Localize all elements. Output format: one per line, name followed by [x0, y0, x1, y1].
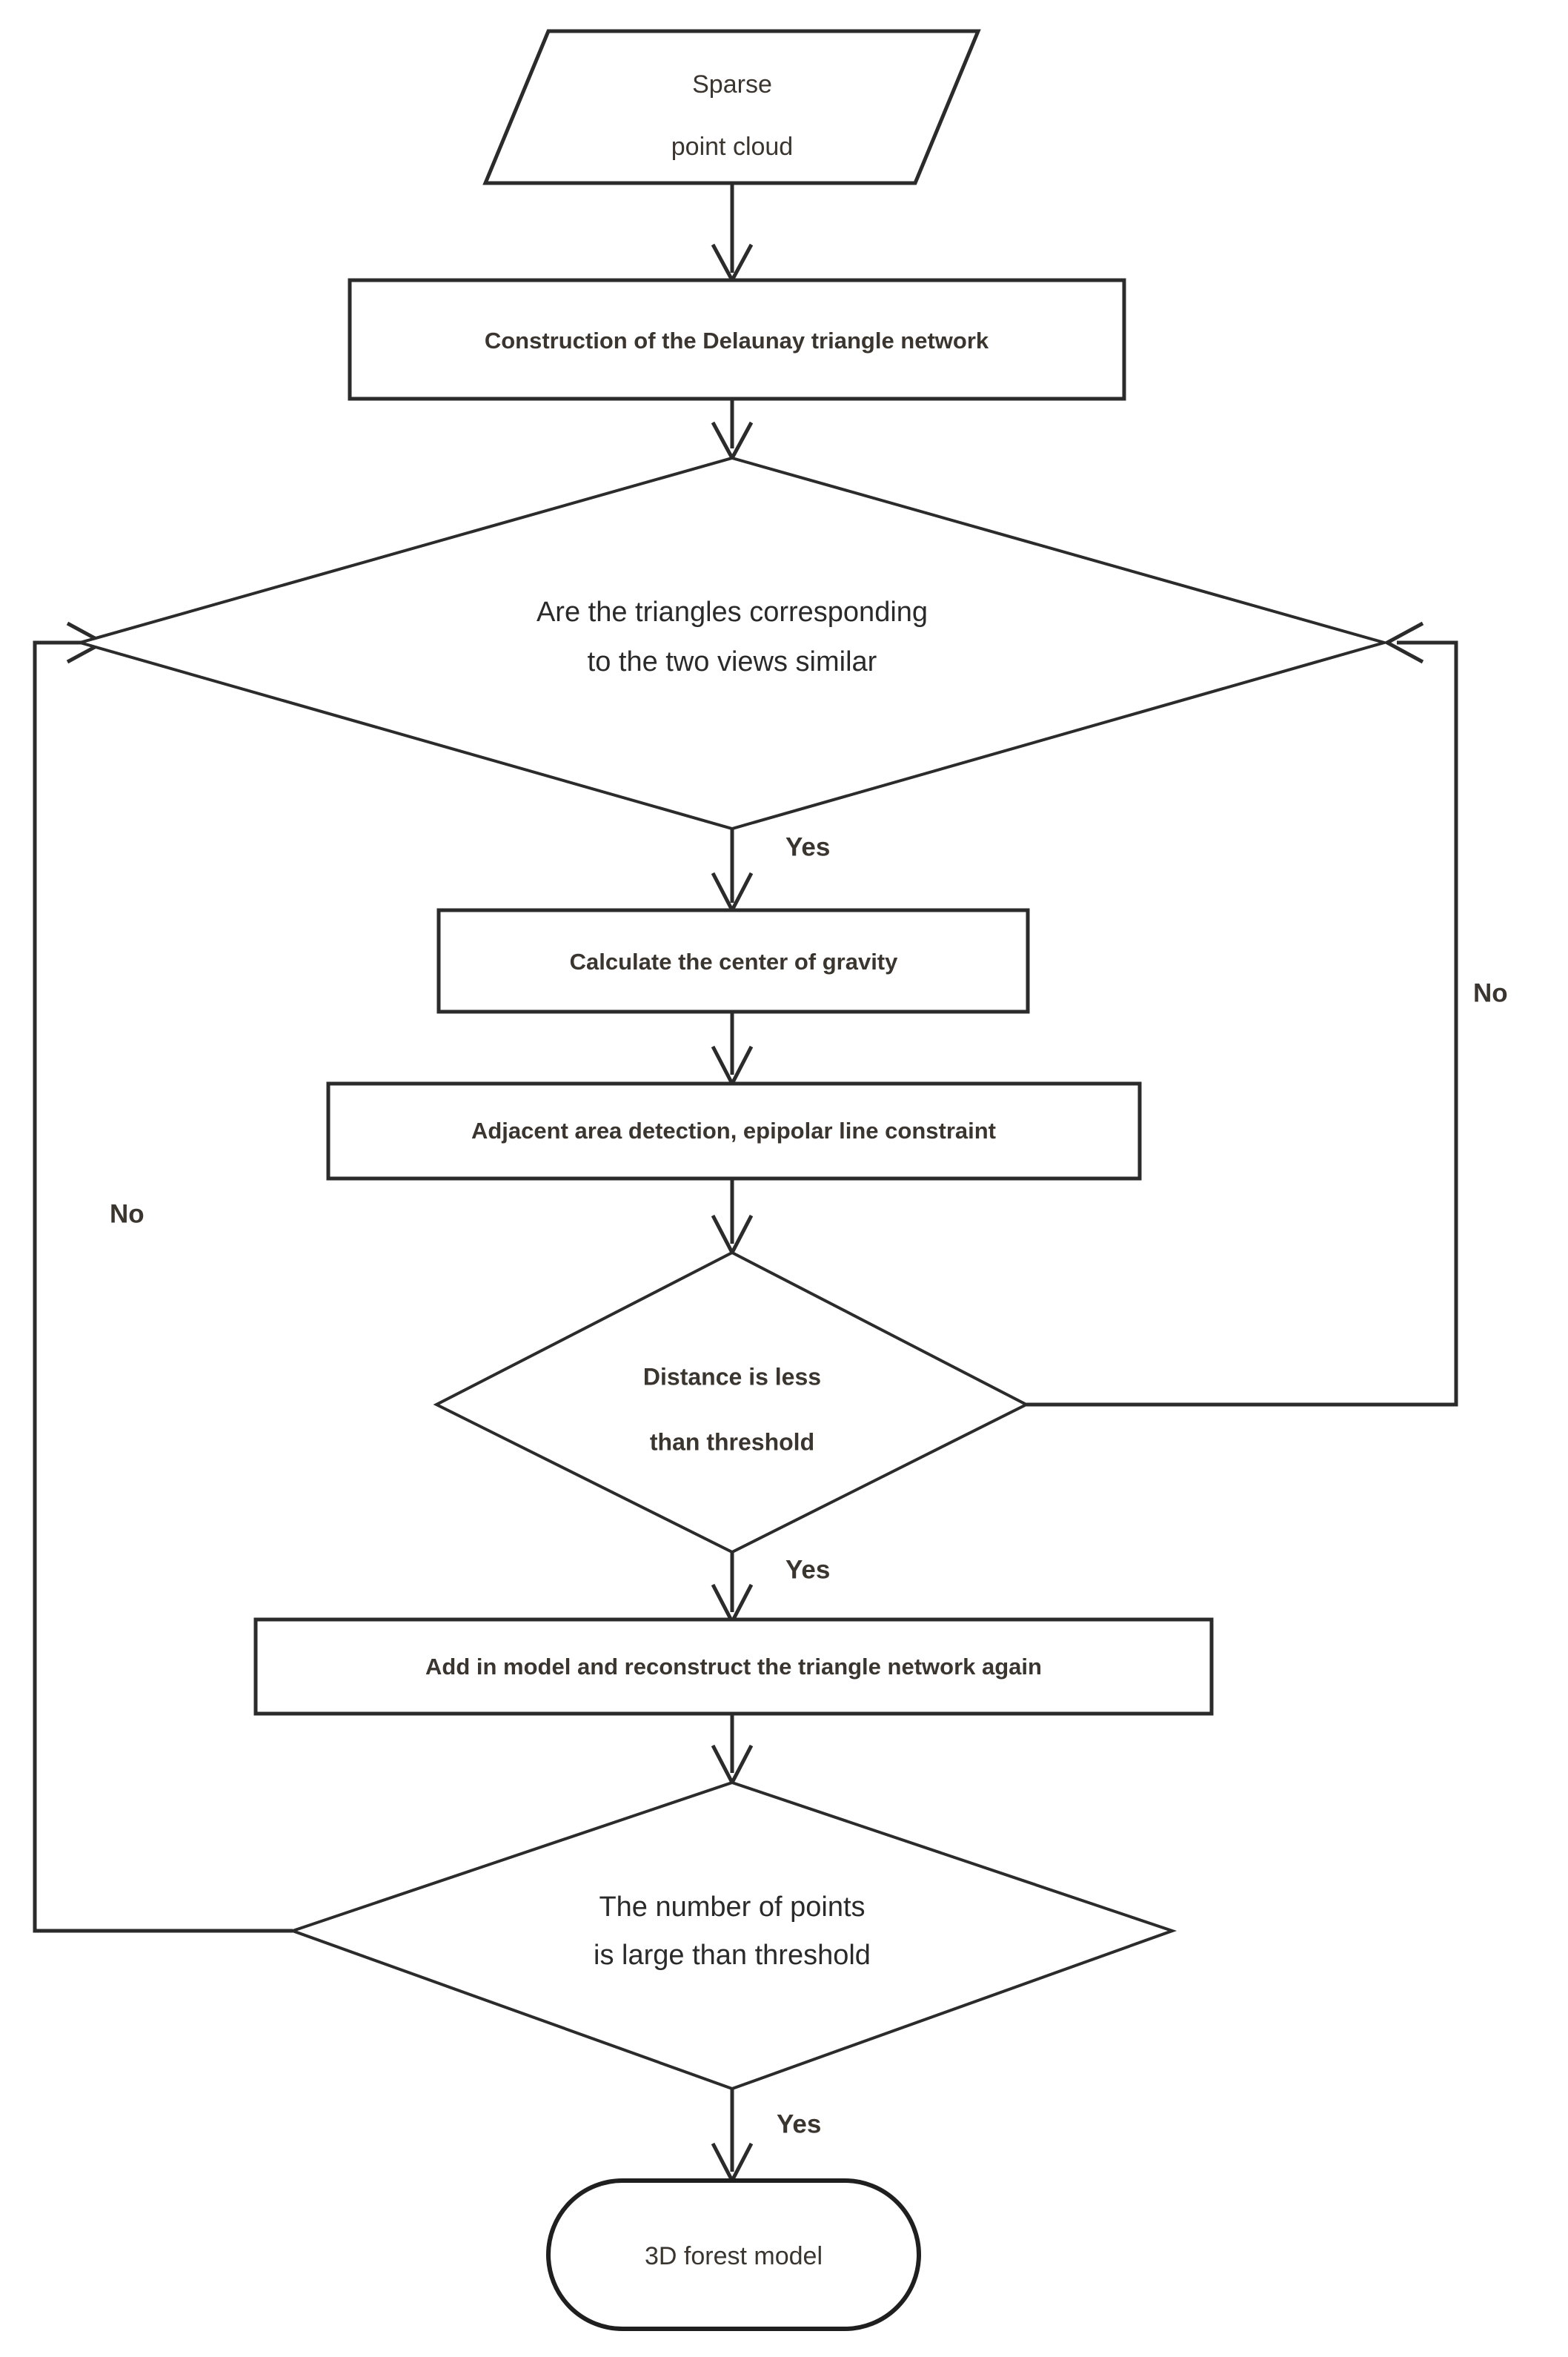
adjacent-area-detection-label: Adjacent area detection, epipolar line c… — [471, 1118, 996, 1144]
edge-delaunay-to-decision1 — [711, 399, 754, 463]
edge-decision1-yes — [711, 823, 754, 915]
edge-addmodel-to-decision3 — [711, 1714, 754, 1787]
edge-label-yes-after-point-count: Yes — [777, 2109, 821, 2138]
center-of-gravity-label: Calculate the center of gravity — [570, 949, 899, 975]
add-in-model-label: Add in model and reconstruct the triangl… — [425, 1654, 1042, 1680]
edge-decision3-no-loop — [33, 621, 293, 1933]
node-center-of-gravity[interactable]: Calculate the center of gravity — [436, 908, 1030, 1014]
triangles-similar-line2: to the two views similar — [588, 646, 877, 677]
edge-label-no-right-loop: No — [1473, 978, 1508, 1007]
point-count-line2: is large than threshold — [594, 1940, 871, 1971]
edge-label-yes-after-triangles: Yes — [785, 832, 830, 861]
distance-threshold-line2: than threshold — [650, 1428, 814, 1455]
edge-decision2-yes — [711, 1549, 754, 1626]
sparse-point-cloud-line1: Sparse — [692, 70, 772, 99]
triangles-similar-line1: Are the triangles corresponding — [536, 597, 928, 628]
node-sparse-point-cloud[interactable]: Sparse point cloud — [482, 29, 981, 185]
edge-adjacent-to-decision2 — [711, 1178, 754, 1257]
edge-label-yes-after-distance: Yes — [785, 1555, 830, 1584]
edge-decision2-no-loop — [1026, 621, 1458, 1407]
edge-label-no-left-loop: No — [110, 1199, 144, 1228]
point-count-line1: The number of points — [599, 1892, 865, 1923]
node-adjacent-area-detection[interactable]: Adjacent area detection, epipolar line c… — [326, 1081, 1142, 1181]
node-distance-threshold-decision[interactable]: Distance is less than threshold — [433, 1250, 1030, 1554]
node-delaunay-construction[interactable]: Construction of the Delaunay triangle ne… — [348, 278, 1126, 401]
sparse-point-cloud-line2: point cloud — [671, 133, 793, 161]
delaunay-construction-label: Construction of the Delaunay triangle ne… — [485, 328, 989, 354]
edge-gravity-to-adjacent — [711, 1012, 754, 1088]
forest-model-label: 3D forest model — [645, 2242, 823, 2270]
edge-decision3-yes — [711, 2089, 754, 2185]
node-add-in-model[interactable]: Add in model and reconstruct the triangl… — [253, 1617, 1214, 1716]
node-point-count-decision[interactable]: The number of points is large than thres… — [288, 1780, 1177, 2091]
distance-threshold-line1: Distance is less — [643, 1363, 821, 1390]
node-triangles-similar-decision[interactable]: Are the triangles corresponding to the t… — [74, 456, 1390, 831]
node-forest-model-terminator[interactable]: 3D forest model — [546, 2178, 921, 2331]
edge-sparse-to-delaunay — [711, 183, 754, 285]
